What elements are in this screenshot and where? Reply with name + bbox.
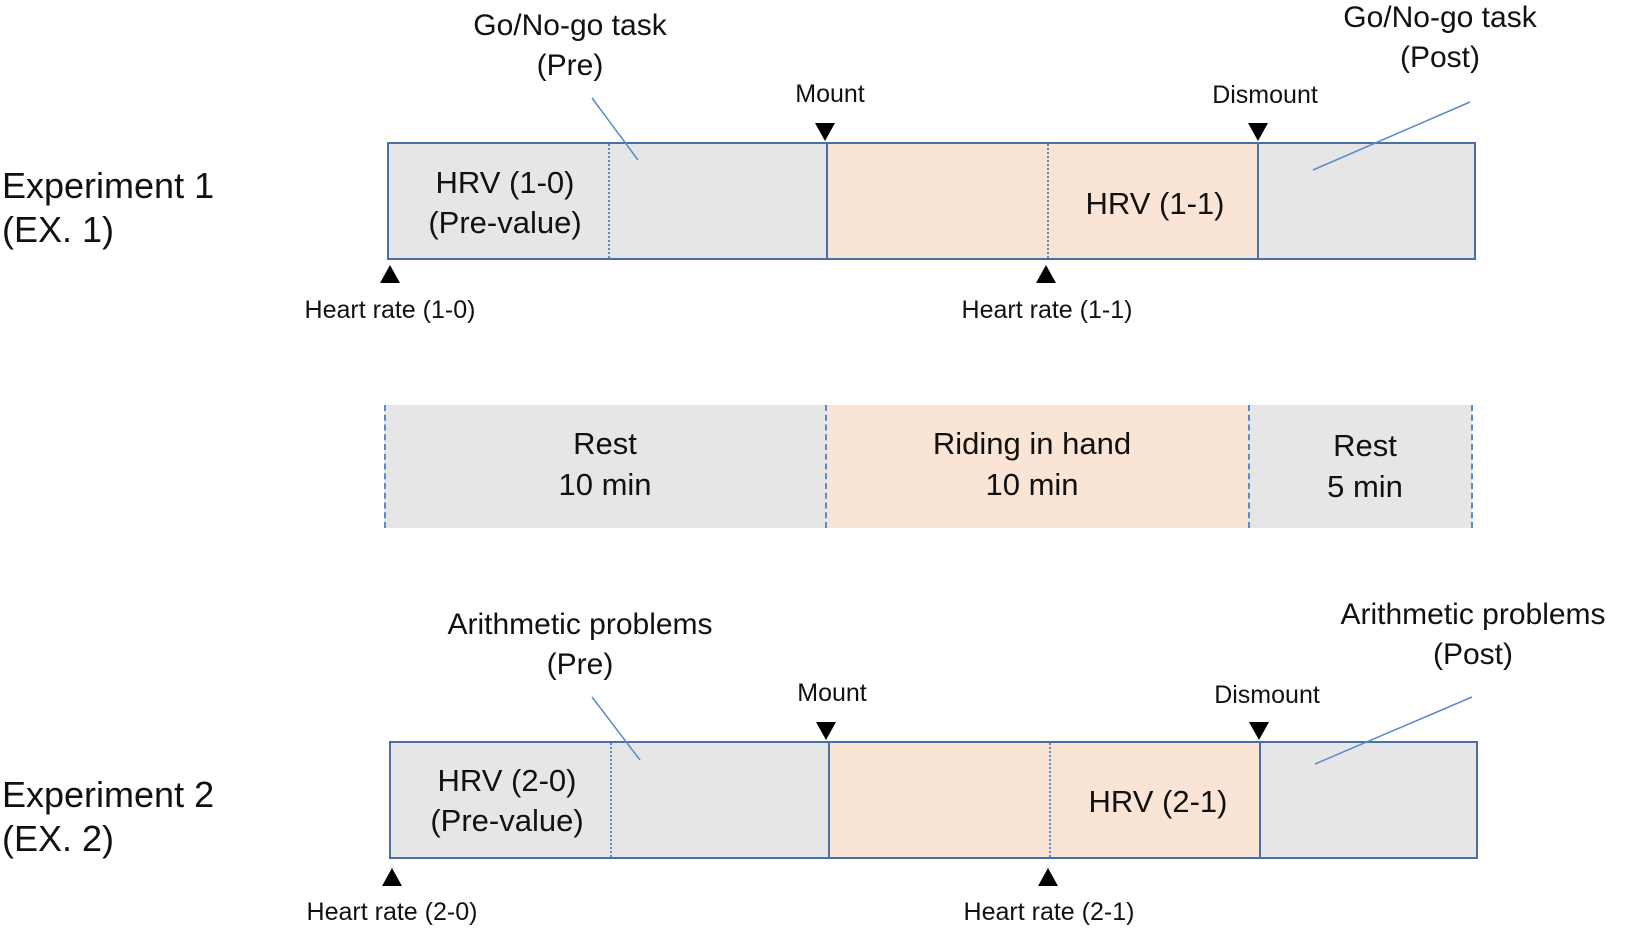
heart-rate-0-marker-icon [380,265,400,283]
mount-marker-icon [816,722,836,740]
timeline-end-divider [1471,405,1473,528]
task-boundary-divider [608,144,610,258]
timeline-riding [825,405,1248,528]
dismount-divider [1257,144,1259,258]
experiment-2-label: Experiment 2 (EX. 2) [2,773,214,861]
mount-divider [828,743,830,857]
experiment-1-title: Experiment 1 [2,165,215,206]
dismount-divider [1259,743,1261,857]
hrv-pre-label: HRV (1-0) (Pre-value) [400,163,610,243]
timeline-rest-pre-label: Rest 10 min [500,423,710,505]
heart-rate-0-label: Heart rate (2-0) [306,898,478,926]
rest-pre-duration: 10 min [558,467,652,502]
dismount-marker-icon [1248,123,1268,141]
task-post-leader-2 [1314,696,1473,765]
riding-segment [828,743,1259,857]
mount-label: Mount [795,80,865,108]
rest-post-title: Rest [1333,428,1397,463]
task-post-leader-1 [1312,101,1471,171]
riding-title: Riding in hand [932,426,1132,461]
riding-duration: 10 min [985,467,1079,502]
experiment-1-label: Experiment 1 (EX. 1) [2,164,214,252]
timeline-rest-pre [384,405,825,528]
hrv-ride-label: HRV (1-1) [1085,186,1225,221]
experiment-1-bar [387,142,1476,260]
rest-post-duration: 5 min [1327,469,1403,504]
experiment-2-abbrev: (EX. 2) [2,818,115,859]
task-pre-phase: (Pre) [546,648,614,681]
experiment-1-abbrev: (EX. 1) [2,209,115,250]
task-post-label: Arithmetic problems (Post) [1318,595,1628,675]
hr-boundary-divider [1049,743,1051,857]
mount-marker-icon [815,123,835,141]
heart-rate-0-label: Heart rate (1-0) [304,296,476,324]
heart-rate-1-marker-icon [1038,868,1058,886]
task-post-name: Go/No-go task [1343,1,1537,34]
heart-rate-1-label: Heart rate (1-1) [961,296,1133,324]
task-pre-label: Arithmetic problems (Pre) [410,605,750,685]
heart-rate-1-label: Heart rate (2-1) [963,898,1135,926]
rest-post-segment [1257,144,1474,258]
mount-label: Mount [797,679,867,707]
rest-pre-segment [391,743,828,857]
task-pre-name: Arithmetic problems [447,608,713,641]
timeline-start-divider [384,405,386,528]
mount-divider [826,144,828,258]
rest-post-segment [1259,743,1476,857]
heart-rate-0-marker-icon [382,868,402,886]
rest-pre-segment [389,144,826,258]
heart-rate-1-marker-icon [1036,265,1056,283]
task-post-phase: (Post) [1432,638,1513,671]
timeline-mount-divider [825,405,827,528]
hrv-pre-name: HRV (2-0) [437,763,577,798]
dismount-label: Dismount [1212,81,1318,109]
dismount-label: Dismount [1214,681,1320,709]
task-post-name: Arithmetic problems [1340,598,1606,631]
hrv-pre-name: HRV (1-0) [435,165,575,200]
dismount-marker-icon [1249,722,1269,740]
task-pre-phase: (Pre) [536,49,604,82]
timeline-riding-label: Riding in hand 10 min [892,423,1172,505]
experiment-2-title: Experiment 2 [2,774,215,815]
task-pre-leader-1 [591,97,639,161]
task-pre-leader-2 [591,696,641,761]
task-post-phase: (Post) [1399,41,1480,74]
hr-boundary-divider [1047,144,1049,258]
task-pre-name: Go/No-go task [473,9,667,42]
task-boundary-divider [610,743,612,857]
riding-segment [826,144,1257,258]
rest-pre-title: Rest [573,426,637,461]
experiment-2-bar [389,741,1478,859]
timeline-dismount-divider [1248,405,1250,528]
timeline-rest-post [1248,405,1472,528]
task-post-label: Go/No-go task (Post) [1300,0,1580,78]
hrv-pre-label: HRV (2-0) (Pre-value) [402,761,612,841]
hrv-pre-note: (Pre-value) [430,803,584,838]
hrv-pre-note: (Pre-value) [428,205,582,240]
task-pre-label: Go/No-go task (Pre) [440,6,700,86]
hrv-ride-label: HRV (2-1) [1088,784,1228,819]
timeline-rest-post-label: Rest 5 min [1265,425,1465,507]
